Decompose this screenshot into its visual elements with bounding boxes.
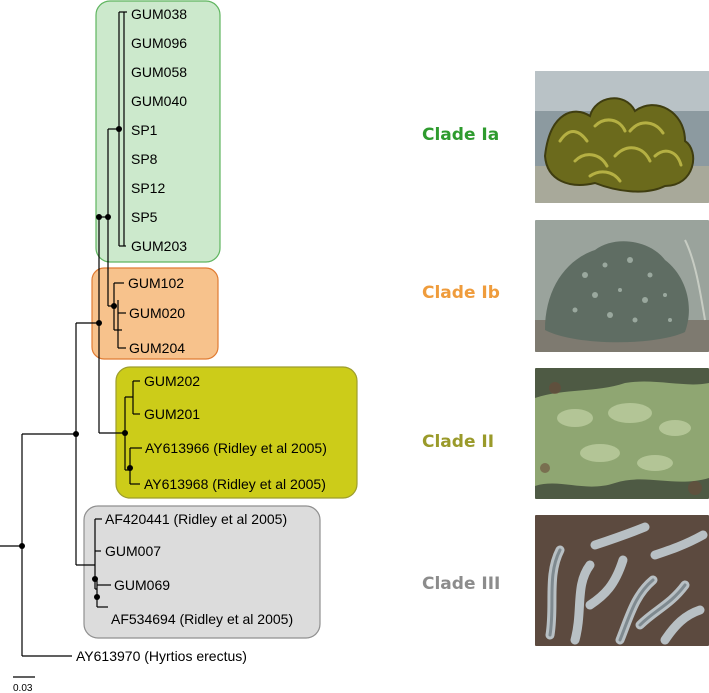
taxon-label: SP8 bbox=[131, 151, 158, 167]
node-dot bbox=[19, 543, 25, 549]
taxon-label: GUM096 bbox=[131, 35, 187, 51]
clade-ib-photo bbox=[535, 220, 709, 352]
node-dot bbox=[105, 214, 111, 220]
taxon-label: GUM058 bbox=[131, 64, 187, 80]
taxon-label: SP1 bbox=[131, 122, 158, 138]
taxon-label: AY613968 (Ridley et al 2005) bbox=[144, 476, 326, 492]
node-dot bbox=[116, 126, 122, 132]
taxon-label: AF420441 (Ridley et al 2005) bbox=[105, 511, 287, 527]
taxon-label: SP12 bbox=[131, 180, 165, 196]
taxon-labels: GUM038 GUM096 GUM058 GUM040 SP1 SP8 SP12… bbox=[76, 6, 327, 664]
taxon-label: GUM069 bbox=[114, 577, 170, 593]
node-dot bbox=[96, 214, 102, 220]
clade-ia-photo bbox=[535, 71, 709, 203]
taxon-label: SP5 bbox=[131, 209, 158, 225]
node-dot bbox=[111, 303, 117, 309]
clade-iii-photo bbox=[535, 515, 709, 646]
node-dot bbox=[94, 594, 100, 600]
node-dot bbox=[73, 431, 79, 437]
clade-ii-label: Clade II bbox=[422, 432, 494, 452]
taxon-label: GUM040 bbox=[131, 93, 187, 109]
taxon-label: AF534694 (Ridley et al 2005) bbox=[111, 611, 293, 627]
scale-bar-label: 0.03 bbox=[13, 683, 33, 693]
node-dot bbox=[122, 430, 128, 436]
taxon-label: GUM038 bbox=[131, 6, 187, 22]
clade-ib-box bbox=[91, 267, 219, 360]
clade-ia-box bbox=[95, 0, 221, 263]
taxon-label: GUM020 bbox=[129, 305, 185, 321]
taxon-label: GUM201 bbox=[144, 406, 200, 422]
clade-iii-box bbox=[83, 505, 321, 639]
tree-nodes bbox=[19, 126, 133, 600]
taxon-label: GUM007 bbox=[105, 543, 161, 559]
taxon-label: GUM204 bbox=[129, 340, 185, 356]
node-dot bbox=[127, 465, 133, 471]
clade-iii-label: Clade III bbox=[422, 574, 500, 594]
taxon-label: AY613966 (Ridley et al 2005) bbox=[145, 440, 327, 456]
taxon-label: GUM202 bbox=[144, 373, 200, 389]
clade-ii-photo bbox=[535, 368, 709, 499]
taxon-label: GUM203 bbox=[131, 238, 187, 254]
taxon-label: GUM102 bbox=[128, 275, 184, 291]
node-dot bbox=[96, 320, 102, 326]
outgroup-label: AY613970 (Hyrtios erectus) bbox=[76, 648, 247, 664]
node-dot bbox=[92, 576, 98, 582]
clade-ib-label: Clade Ib bbox=[422, 283, 500, 303]
clade-ia-label: Clade Ia bbox=[422, 125, 499, 145]
